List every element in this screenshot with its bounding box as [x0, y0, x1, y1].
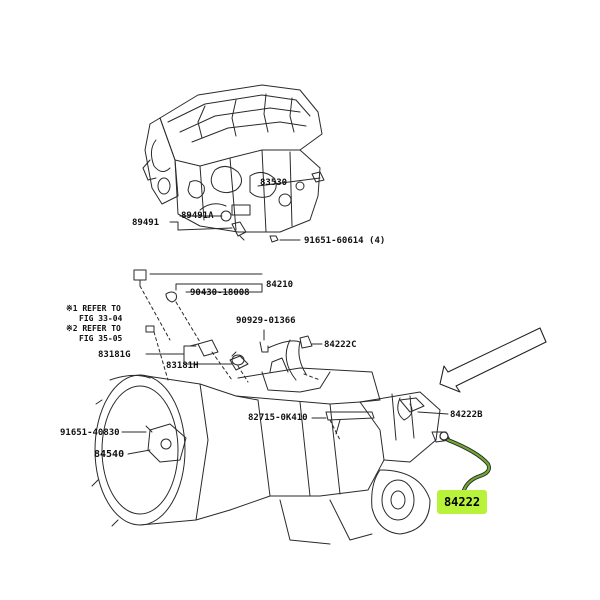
refer-note-1: ※1 REFER TO: [66, 304, 121, 313]
transmission-drawing: [91, 351, 451, 545]
refer-note-2: ※2 REFER TO: [66, 324, 121, 333]
part-83181h-label: 83181H: [166, 361, 199, 371]
part-84222c-label: 84222C: [324, 340, 357, 350]
refer-note-1-fig: FIG 33-04: [79, 314, 123, 323]
part-83530-label: 83530: [260, 178, 288, 188]
part-84222-highlight-label[interactable]: 84222: [437, 490, 487, 514]
refer-note-2-fig: FIG 35-05: [79, 334, 123, 343]
part-90929-01366-label: 90929-01366: [236, 316, 296, 326]
part-84540-label: 84540: [94, 449, 125, 460]
part-89491-label: 89491: [132, 218, 160, 228]
part-91651-60614-label: 91651-60614 (4): [304, 236, 386, 246]
part-83181g-label: 83181G: [98, 350, 131, 360]
part-90430-18008-label: 90430-18008: [190, 288, 250, 298]
engine-drawing: [142, 84, 325, 243]
part-89491a-label: 89491A: [181, 211, 214, 221]
part-84210-label: 84210: [266, 280, 294, 290]
harness-84222: [446, 438, 491, 492]
part-91651-40830-label: 91651-40830: [60, 428, 120, 438]
part-84222b-label: 84222B: [450, 410, 483, 420]
part-82715-0k410-label: 82715-0K410: [248, 413, 308, 423]
